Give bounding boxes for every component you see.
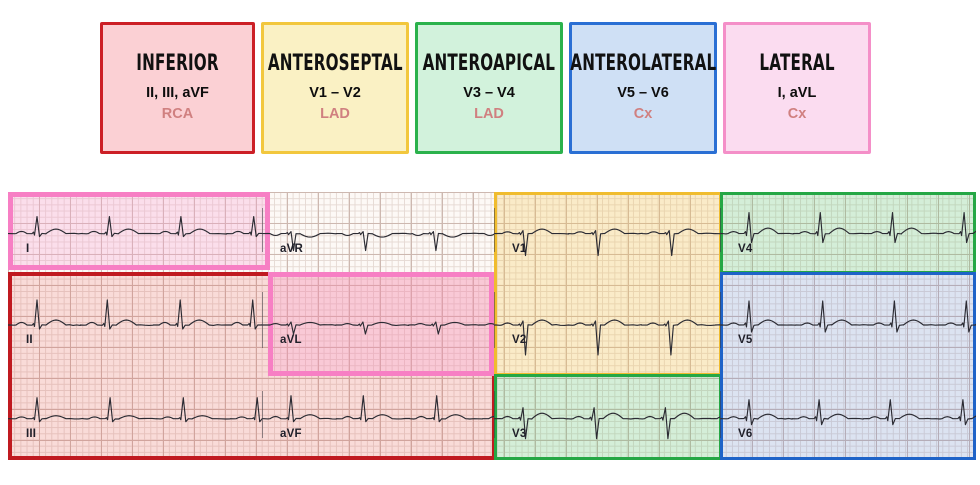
ecg-strip-i [8, 192, 262, 272]
legend-leads: V3 – V4 [463, 85, 515, 101]
lead-label-v2: V2 [512, 334, 527, 347]
legend-card-inferior: INFERIOR II, III, aVF RCA [100, 22, 255, 154]
lead-label-i: I [26, 242, 30, 255]
ecg-strip-avr [262, 192, 494, 272]
ecg-strip-v6 [720, 374, 976, 460]
ecg-strip-v1 [494, 192, 720, 272]
lead-label-avf: aVF [280, 427, 302, 440]
lead-divider-tick [262, 208, 263, 252]
legend-title: ANTEROAPICAL [422, 49, 556, 76]
lead-label-iii: III [26, 427, 37, 440]
lead-label-v4: V4 [738, 242, 753, 255]
legend-card-anteroapical: ANTEROAPICAL V3 – V4 LAD [415, 22, 563, 154]
legend-artery: Cx [633, 106, 653, 122]
legend-title: INFERIOR [136, 49, 219, 76]
legend-artery: RCA [161, 106, 194, 122]
ecg-strip-avf [262, 374, 494, 460]
legend-card-anterolateral: ANTEROLATERAL V5 – V6 Cx [569, 22, 717, 154]
lead-label-avr: aVR [280, 242, 303, 255]
lead-label-avl: aVL [280, 334, 302, 347]
ecg-strip-v5 [720, 272, 976, 374]
lead-divider-tick [720, 208, 721, 252]
territory-legend: INFERIOR II, III, aVF RCA ANTEROSEPTAL V1 – … [0, 0, 980, 180]
ecg-strip-avl [262, 272, 494, 374]
lead-divider-tick [262, 391, 263, 439]
legend-title: LATERAL [759, 49, 835, 76]
lead-divider-tick [494, 292, 495, 349]
lead-divider-tick [262, 292, 263, 349]
ecg-strip-ii [8, 272, 262, 374]
legend-title: ANTEROLATERAL [569, 49, 717, 76]
legend-leads: I, aVL [777, 85, 817, 101]
ecg-strip-v2 [494, 272, 720, 374]
legend-title: ANTEROSEPTAL [267, 49, 403, 76]
ecg-strip-iii [8, 374, 262, 460]
legend-card-anteroseptal: ANTEROSEPTAL V1 – V2 LAD [261, 22, 409, 154]
ecg-strip-v3 [494, 374, 720, 460]
legend-leads: V1 – V2 [309, 85, 361, 101]
legend-artery: LAD [320, 106, 350, 122]
legend-card-lateral: LATERAL I, aVL Cx [723, 22, 871, 154]
lead-divider-tick [494, 391, 495, 439]
lead-divider-tick [494, 208, 495, 252]
ecg-strip-v4 [720, 192, 976, 272]
lead-label-v3: V3 [512, 427, 527, 440]
legend-artery: Cx [787, 106, 807, 122]
lead-divider-tick [720, 292, 721, 349]
legend-artery: LAD [474, 106, 504, 122]
territory-overlay-anteroapical-V3 [494, 374, 722, 460]
legend-leads: V5 – V6 [617, 85, 669, 101]
lead-label-ii: II [26, 334, 33, 347]
territory-overlay-lateral-I [8, 192, 270, 270]
lead-label-v1: V1 [512, 242, 527, 255]
lead-label-v5: V5 [738, 334, 753, 347]
lead-label-v6: V6 [738, 427, 753, 440]
legend-leads: II, III, aVF [146, 85, 209, 101]
territory-overlay-anterolateral [720, 272, 976, 460]
lead-divider-tick [720, 391, 721, 439]
